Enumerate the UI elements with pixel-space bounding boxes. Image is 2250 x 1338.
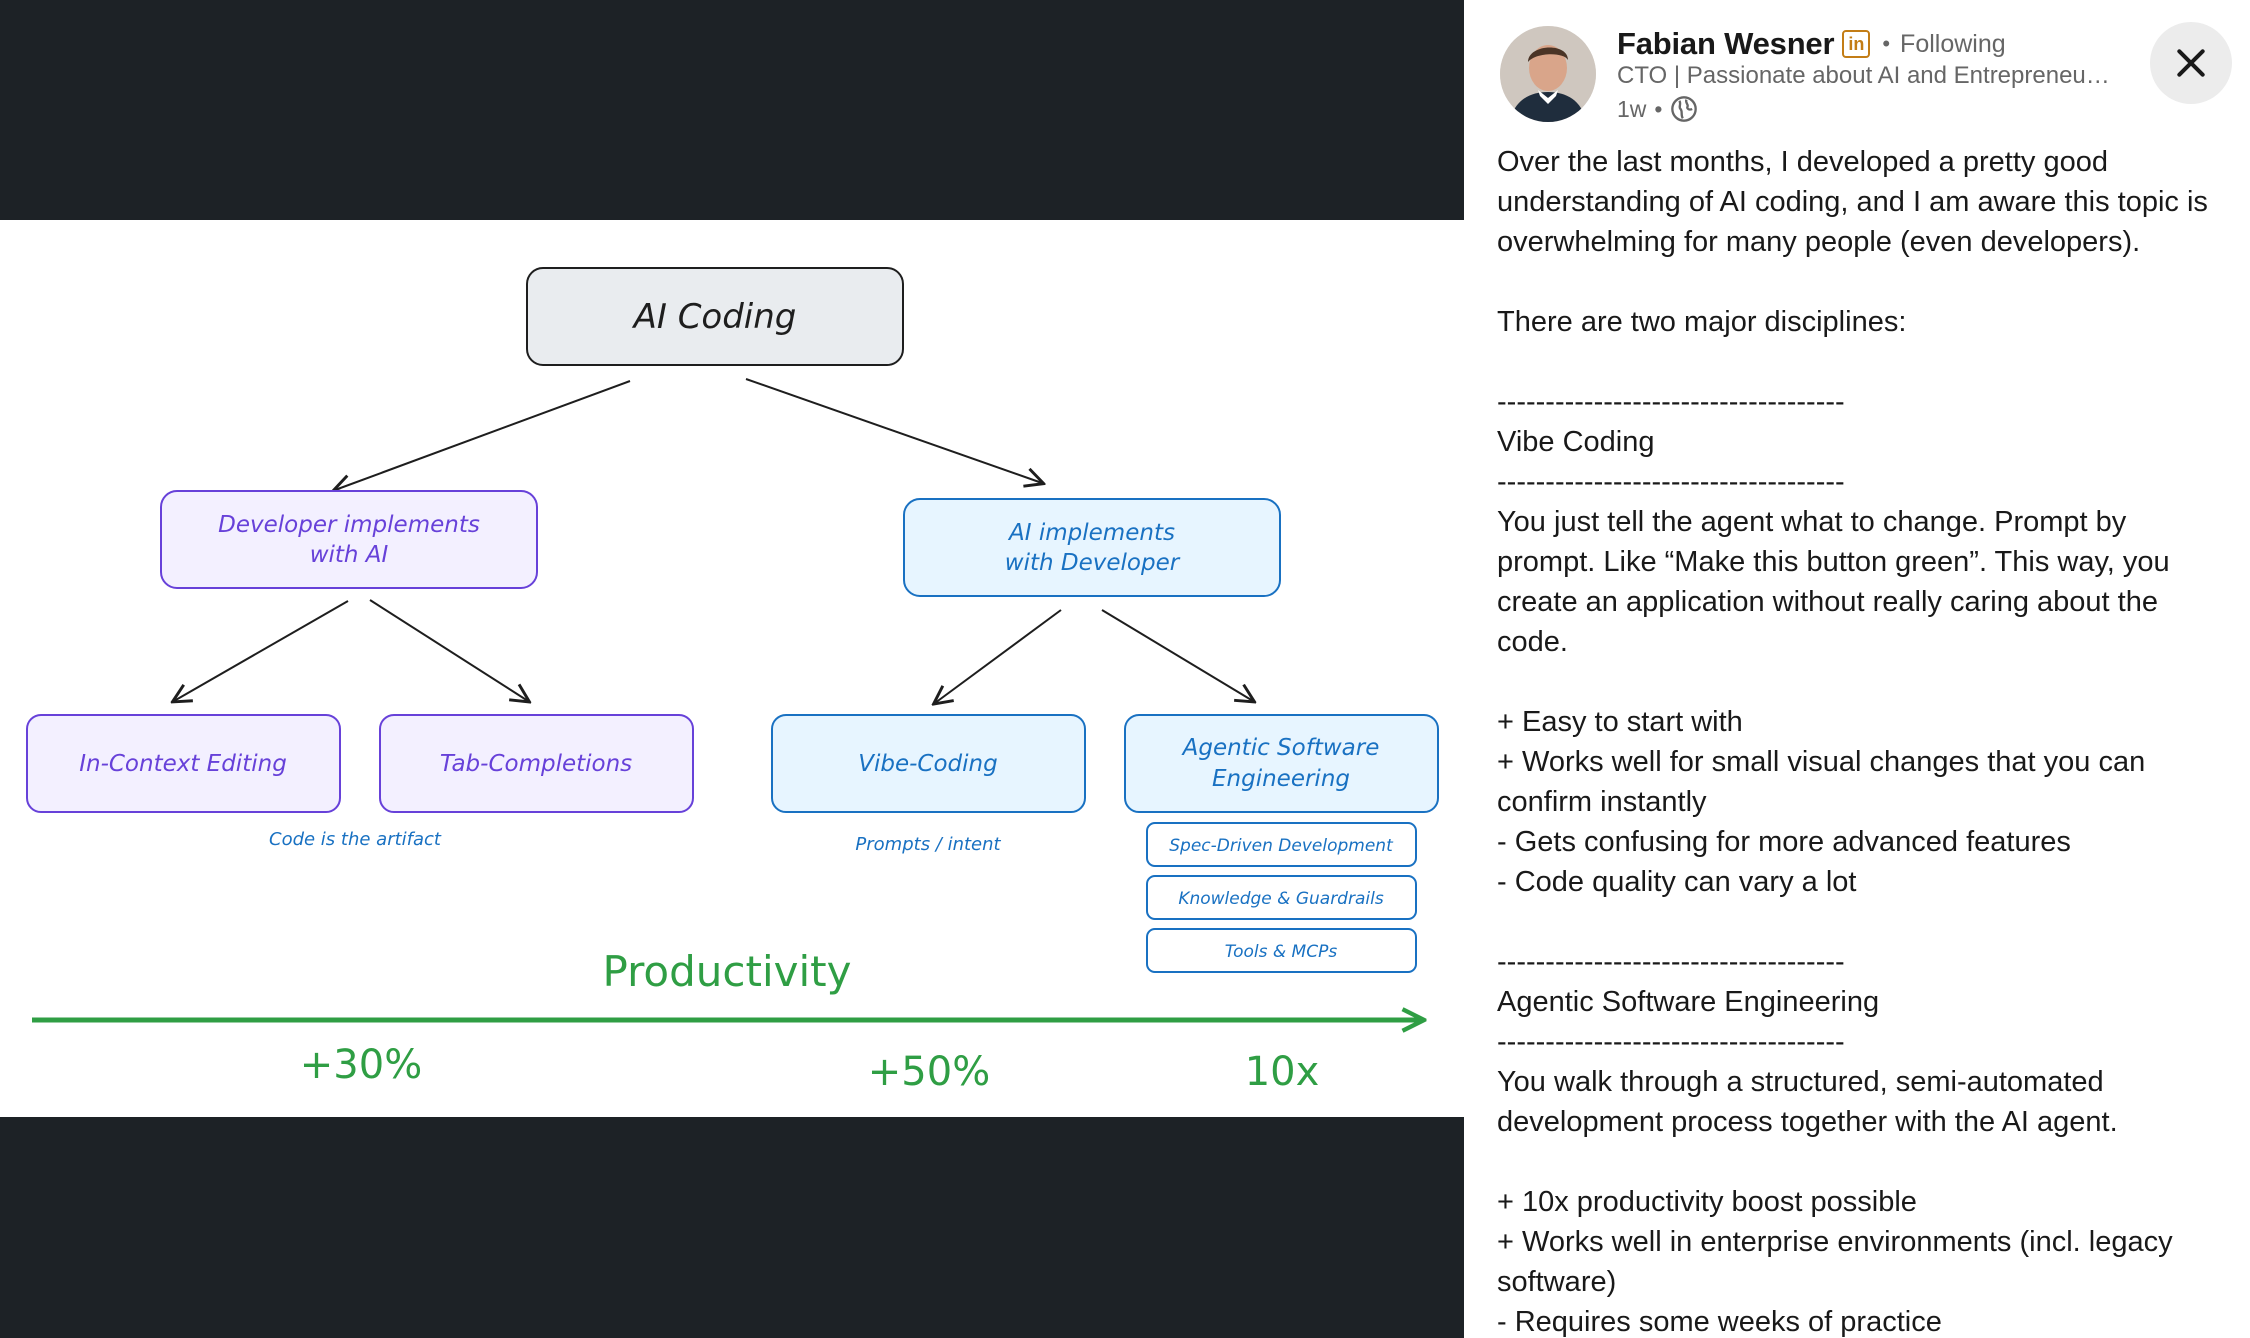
leaf-agentic-label-2: Engineering [1212, 766, 1350, 792]
arrow-to-vibe [935, 609, 1062, 703]
note-prompts-intent: Prompts / intent [855, 834, 1001, 855]
post-line: development process together with the AI… [1497, 1106, 2118, 1138]
post-line: software) [1497, 1266, 1617, 1298]
arrow-to-agentic [1101, 609, 1253, 701]
media-panel: AI Coding Developer implements with AI A… [0, 0, 1464, 1338]
post-meta: 1w • [1617, 94, 1698, 124]
sub-knowledge [1146, 875, 1417, 920]
leaf-in-context-label: In-Context Editing [79, 751, 287, 777]
post-line [1497, 342, 2237, 382]
post-image[interactable]: AI Coding Developer implements with AI A… [0, 220, 1464, 1117]
author-row: Fabian Wesner in • Following [1617, 24, 2006, 64]
author-avatar[interactable] [1500, 26, 1596, 122]
ai-coding-diagram: AI Coding Developer implements with AI A… [26, 267, 1439, 1095]
post-section-heading: Agentic Software Engineering [1497, 986, 1880, 1018]
root-node [526, 267, 904, 366]
note-code-artifact: Code is the artifact [269, 829, 442, 850]
post-line: + Easy to start with [1497, 706, 1743, 738]
post-line: Over the last months, I developed a pret… [1497, 146, 2108, 178]
leaf-vibe-label: Vibe-Coding [858, 751, 997, 777]
post-section-heading: Vibe Coding [1497, 426, 1655, 458]
post-panel: Fabian Wesner in • Following CTO | Passi… [1464, 0, 2250, 1338]
post-divider: ------------------------------------ [1497, 946, 1845, 978]
post-line: + 10x productivity boost possible [1497, 1186, 1917, 1218]
post-line: - Code quality can vary a lot [1497, 866, 1857, 898]
post-line [1497, 1142, 2237, 1182]
leaf-tab-completions [379, 714, 694, 813]
meta-separator: • [1654, 95, 1663, 122]
node-ai-label-1: AI implements [1007, 520, 1175, 546]
node-developer-with-ai [160, 490, 538, 589]
node-ai-with-developer [903, 498, 1281, 597]
arrow-to-in-context [174, 600, 349, 701]
gain-30-label: +30% [300, 1042, 422, 1088]
sub-knowledge-label: Knowledge & Guardrails [1178, 889, 1384, 909]
sub-tools [1146, 928, 1417, 973]
post-line: code. [1497, 626, 1568, 658]
post-line: overwhelming for many people (even devel… [1497, 226, 2141, 258]
post-line: prompt. Like “Make this button green”. T… [1497, 546, 2170, 578]
leaf-in-context [26, 714, 341, 813]
post-divider: ------------------------------------ [1497, 386, 1845, 418]
gain-10x-label: 10x [1245, 1049, 1320, 1095]
post-line: There are two major disciplines: [1497, 306, 1907, 338]
post-body: Over the last months, I developed a pret… [1497, 142, 2237, 1338]
arrow-root-left [335, 380, 631, 490]
avatar-portrait [1500, 26, 1596, 122]
follow-separator: • [1882, 31, 1891, 56]
linkedin-premium-icon: in [1842, 30, 1871, 58]
post-divider: ------------------------------------ [1497, 466, 1845, 498]
close-icon [2177, 49, 2205, 77]
arrow-to-tab [369, 599, 528, 701]
post-line: You walk through a structured, semi-auto… [1497, 1066, 2104, 1098]
post-line: understanding of AI coding, and I am awa… [1497, 186, 2208, 218]
leaf-agentic-label-1: Agentic Software [1181, 735, 1380, 761]
post-line: - Gets confusing for more advanced featu… [1497, 826, 2071, 858]
sub-spec-driven [1146, 822, 1417, 867]
node-ai-label-2: with Developer [1005, 550, 1181, 576]
post-divider: ------------------------------------ [1497, 1026, 1845, 1058]
post-line [1497, 262, 2237, 302]
post-line [1497, 902, 2237, 942]
post-line: create an application without really car… [1497, 586, 2158, 618]
arrow-root-right [745, 378, 1042, 483]
post-line [1497, 662, 2237, 702]
post-line: + Works well in enterprise environments … [1497, 1226, 2173, 1258]
sub-tools-label: Tools & MCPs [1225, 942, 1338, 962]
author-name[interactable]: Fabian Wesner [1617, 26, 1835, 61]
following-status[interactable]: Following [1900, 29, 2006, 58]
productivity-label: Productivity [603, 947, 852, 996]
post-line: confirm instantly [1497, 786, 1707, 818]
node-developer-label-1: Developer implements [218, 512, 480, 538]
post-line: + Works well for small visual changes th… [1497, 746, 2146, 778]
root-label: AI Coding [632, 297, 797, 337]
gain-50-label: +50% [868, 1049, 990, 1095]
leaf-agentic [1124, 714, 1439, 813]
leaf-tab-label: Tab-Completions [440, 751, 632, 777]
post-line: You just tell the agent what to change. … [1497, 506, 2127, 538]
close-button[interactable] [2150, 22, 2232, 104]
leaf-vibe-coding [771, 714, 1086, 813]
sub-spec-label: Spec-Driven Development [1169, 836, 1394, 856]
post-time: 1w [1617, 95, 1647, 122]
author-headline: CTO | Passionate about AI and Entreprene… [1617, 62, 2117, 89]
node-developer-label-2: with AI [310, 542, 389, 568]
post-line: - Requires some weeks of practice [1497, 1306, 1942, 1338]
globe-icon [1671, 96, 1698, 122]
